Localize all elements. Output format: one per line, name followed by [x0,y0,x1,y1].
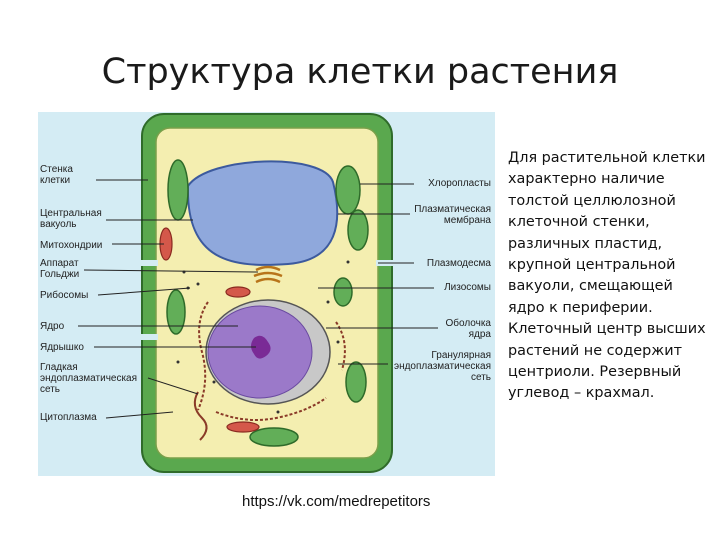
label-nucleolus: Ядрышко [40,342,84,353]
description-line: толстой целлюлозной [508,192,676,209]
right-leader-lines [318,183,438,365]
label-chloroplasts: Хлоропласты [428,178,491,189]
label-nuclear-envelope: Оболочка ядра [445,318,491,340]
mitochondrion-2 [226,421,260,433]
label-plasmodesma: Плазмодесма [426,258,491,269]
granular-er [197,301,346,421]
nucleolus-shape [251,335,271,359]
description-line: характерно наличие [508,171,665,188]
ribosomes [176,260,350,414]
golgi-apparatus [253,265,283,284]
chloroplast-5 [345,361,367,403]
smooth-er [193,391,208,441]
mitochondrion-3 [225,286,251,298]
chloroplast-3 [347,209,369,251]
description-line: Для растительной клетки [508,150,706,166]
chloroplast-6 [249,427,299,447]
plasmodesma-left-2 [140,334,158,340]
description-line: клеточной стенки, [508,214,650,231]
description-line: вакуоли, смещающей [508,278,673,295]
chloroplast-1 [167,159,189,221]
description-line: Клеточный центр высших [508,321,706,338]
left-leader-lines [78,179,259,419]
description-line: различных пластид, [508,235,663,252]
plant-cell-illustration [78,113,438,473]
plasmodesma-left [140,260,158,266]
label-golgi: Аппарат Гольджи [40,258,80,280]
slide-title: Структура клетки растения [101,52,619,92]
label-cell-wall: Стенка клетки [40,164,73,186]
label-plasma-membrane: Плазматическая мембрана [414,204,491,226]
label-ribosomes: Рибосомы [40,290,89,301]
chloroplast-7 [333,277,353,307]
description-line: центриоли. Резервный [508,364,682,381]
label-granular-er: Гранулярная эндоплазматическая сеть [393,350,491,383]
description-line: углевод – крахмал. [508,385,655,402]
description-text: Для растительной клетки характерно налич… [508,148,716,405]
source-link[interactable]: https://vk.com/medrepetitors [242,493,431,510]
label-mitochondria: Митохондрии [40,240,103,251]
central-vacuole-shape [186,160,339,266]
label-cytoplasm: Цитоплазма [40,412,97,423]
label-nucleus: Ядро [40,321,65,332]
description-line: ядро к периферии. [508,299,653,316]
label-lysosomes: Лизосомы [444,282,491,293]
description-line: растений не содержит [508,342,682,359]
description-line: крупной центральной [508,257,676,274]
label-smooth-er: Гладкая эндоплазматическая сеть [40,362,138,395]
chloroplast-4 [166,289,186,335]
plant-cell-diagram: Стенка клетки Центральная вакуоль Митохо… [38,112,495,476]
label-central-vacuole: Центральная вакуоль [40,208,102,230]
chloroplast-2 [335,165,361,215]
